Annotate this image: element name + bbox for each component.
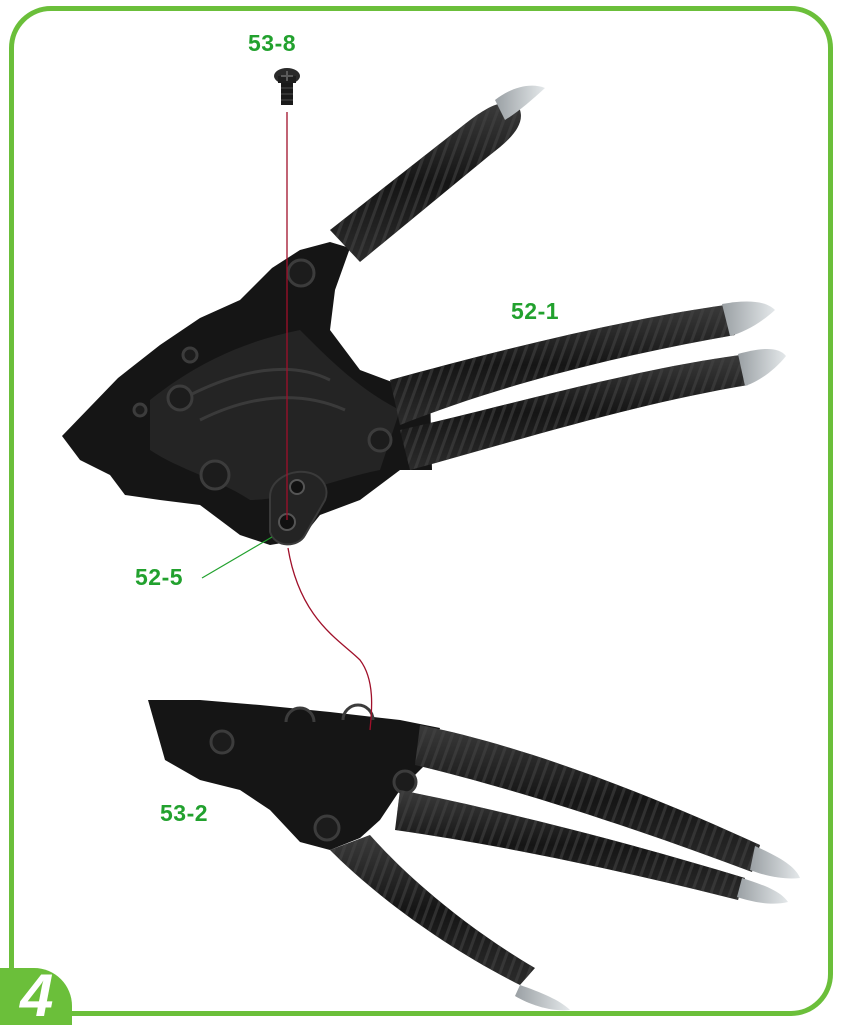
screw-icon (274, 68, 300, 105)
lower-claw-part (148, 700, 800, 1010)
callout-lower-part: 53-2 (160, 800, 208, 827)
plate-leader-line (202, 537, 272, 578)
callout-upper-part: 52-1 (511, 298, 559, 325)
step-number: 4 (20, 966, 53, 1026)
upper-claw-part (62, 86, 786, 545)
callout-screw: 53-8 (248, 30, 296, 57)
callout-plate: 52-5 (135, 564, 183, 591)
